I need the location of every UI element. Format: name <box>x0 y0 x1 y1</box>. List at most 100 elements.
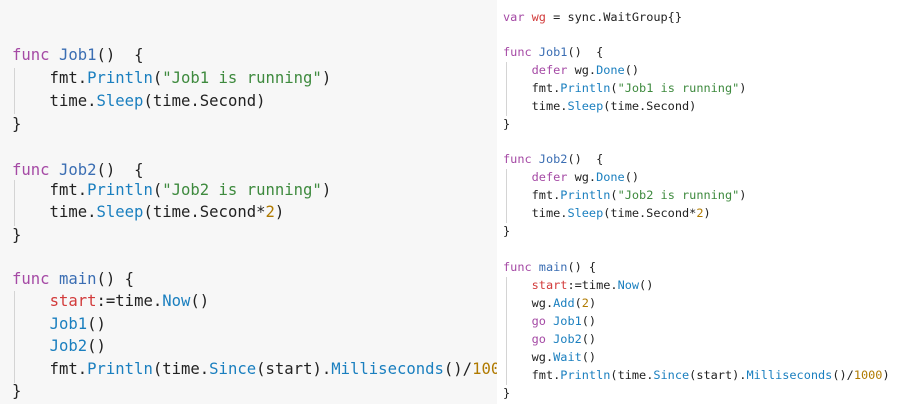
code-token: () <box>190 292 210 310</box>
code-token: :=time. <box>567 278 618 292</box>
code-line: func Job1() { <box>503 45 603 59</box>
code-token: (start). <box>689 368 747 382</box>
code-token: func <box>503 260 539 274</box>
code-line: fmt.Println("Job2 is running") <box>503 188 747 202</box>
code-line: } <box>12 226 21 244</box>
code-token: () <box>87 337 106 355</box>
code-token: ( <box>610 188 618 202</box>
code-token: Println <box>87 181 153 199</box>
code-token: Job1 <box>58 46 97 64</box>
code-token: go <box>531 332 554 346</box>
code-token: () <box>581 314 597 328</box>
code-line: defer wg.Done() <box>503 170 639 184</box>
code-token: 2 <box>581 296 589 310</box>
code-line: } <box>503 386 510 400</box>
code-token: Println <box>87 69 153 87</box>
code-line: func Job2() { <box>503 152 603 166</box>
code-token: () { <box>96 46 144 64</box>
code-line: fmt.Println("Job1 is running") <box>503 81 747 95</box>
code-token: Job1 <box>49 315 88 333</box>
code-token: () { <box>567 45 604 59</box>
code-token <box>503 63 532 77</box>
code-token: fmt. <box>12 360 88 378</box>
code-line: time.Sleep(time.Second*2) <box>12 203 285 221</box>
code-token: :=time. <box>96 292 163 310</box>
code-token: func <box>503 152 539 166</box>
code-token: 2 <box>265 203 275 221</box>
code-token: ()/ <box>443 360 473 378</box>
code-line: func main() { <box>12 270 134 288</box>
code-token: () <box>581 350 597 364</box>
code-line: start:=time.Now() <box>503 278 654 292</box>
code-line: fmt.Println(time.Since(start).Millisecon… <box>12 360 519 378</box>
code-token: Done <box>596 63 625 77</box>
code-token: func <box>12 46 59 64</box>
code-token: Job2 <box>49 337 88 355</box>
code-token: start <box>531 278 568 292</box>
code-token: wg <box>531 10 546 24</box>
code-token: () { <box>567 152 604 166</box>
code-token: ()/ <box>832 368 854 382</box>
code-line: func main() { <box>503 260 596 274</box>
code-token: Wait <box>553 350 582 364</box>
code-token: Println <box>560 188 611 202</box>
code-token: main <box>58 270 97 288</box>
code-token: Job2 <box>538 152 568 166</box>
code-line: time.Sleep(time.Second) <box>503 99 697 113</box>
code-token: () <box>87 315 106 333</box>
code-token: ( <box>152 181 163 199</box>
code-token: () <box>639 278 654 292</box>
code-line: } <box>503 117 510 131</box>
code-token: func <box>503 45 539 59</box>
code-line: fmt.Println(time.Since(start).Millisecon… <box>503 368 890 382</box>
code-token: Println <box>560 368 611 382</box>
code-token: ) <box>321 181 332 199</box>
code-token: Sleep <box>567 206 604 220</box>
code-token: time. <box>503 206 568 220</box>
code-token <box>12 292 50 310</box>
code-token: Done <box>596 170 625 184</box>
code-token: ( <box>610 81 618 95</box>
code-token: start <box>49 292 97 310</box>
indent-guide <box>506 277 507 385</box>
code-token: Job2 <box>553 332 582 346</box>
code-token: } <box>503 117 511 131</box>
code-token: 1000 <box>853 368 883 382</box>
code-line: defer wg.Done() <box>503 63 639 77</box>
code-token <box>503 332 532 346</box>
right-code-panel: var wg = sync.WaitGroup{}func Job1() { d… <box>497 0 900 404</box>
code-token: Since <box>209 360 257 378</box>
code-token: ( <box>152 69 163 87</box>
code-line: fmt.Println("Job1 is running") <box>12 69 332 87</box>
code-line: } <box>503 224 510 238</box>
code-line: go Job1() <box>503 314 596 328</box>
indent-guide <box>506 169 507 223</box>
code-token: 2 <box>696 206 704 220</box>
code-token: } <box>12 226 22 244</box>
code-token: go <box>531 314 554 328</box>
code-token: Now <box>617 278 640 292</box>
code-token: ) <box>588 296 597 310</box>
code-line: Job1() <box>12 315 106 333</box>
code-token: wg. <box>503 350 554 364</box>
code-token: (time.Second* <box>603 206 697 220</box>
code-token: wg. <box>574 170 597 184</box>
code-token: Milliseconds <box>746 368 833 382</box>
code-token: defer <box>531 170 575 184</box>
code-token: fmt. <box>12 181 88 199</box>
code-line: func Job2() { <box>12 161 143 179</box>
code-token: Job1 <box>553 314 582 328</box>
code-token <box>503 314 532 328</box>
code-line: } <box>12 115 21 133</box>
code-token: ) <box>882 368 890 382</box>
code-token: "Job1 is running" <box>617 81 740 95</box>
code-token: Sleep <box>96 92 144 110</box>
code-token: fmt. <box>503 368 561 382</box>
indent-guide <box>14 291 15 383</box>
code-token: func <box>12 270 59 288</box>
code-token: time. <box>12 203 97 221</box>
code-token: ( <box>574 296 582 310</box>
code-line: fmt.Println("Job2 is running") <box>12 181 332 199</box>
code-line: time.Sleep(time.Second*2) <box>503 206 711 220</box>
code-line: } <box>12 382 21 400</box>
